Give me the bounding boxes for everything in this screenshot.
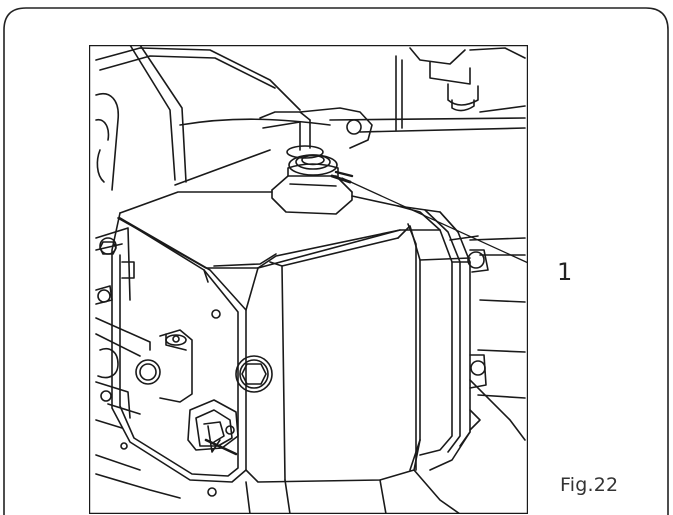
technical-drawing: [89, 45, 528, 514]
figure-label: Fig.22: [560, 474, 619, 496]
callout-number: 1: [557, 258, 573, 286]
